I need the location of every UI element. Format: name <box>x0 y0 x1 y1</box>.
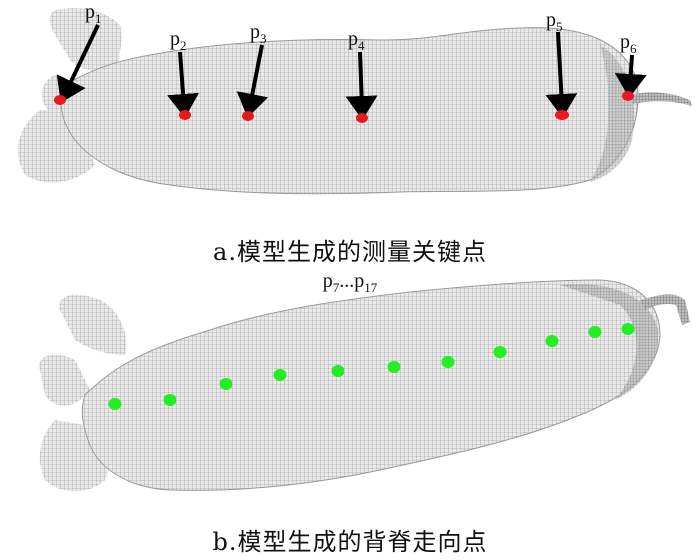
spine-point-p16 <box>588 326 602 338</box>
spine-point-p10 <box>273 369 287 381</box>
figure-a-ear-lower <box>17 110 95 183</box>
figure-b-tail <box>640 294 690 325</box>
figure-b-range-label: p7...p17 <box>0 270 700 296</box>
spine-point-p7 <box>108 398 122 410</box>
range-end: p <box>354 270 365 292</box>
figure-b-ear-upper <box>59 294 127 355</box>
keypoint-p3 <box>242 111 254 121</box>
figure-b-caption: b.模型生成的背脊走向点 <box>212 528 488 556</box>
spine-point-p13 <box>441 356 455 368</box>
range-start-sub: 7 <box>332 280 340 295</box>
figure-a-body-mesh <box>60 27 639 195</box>
keypoint-p4 <box>356 113 368 123</box>
spine-point-p15 <box>545 335 559 347</box>
keypoint-p2 <box>179 110 191 120</box>
arrow-p5 <box>545 31 578 118</box>
keypoint-p6 <box>622 91 634 101</box>
spine-point-p17 <box>621 323 635 335</box>
arrow-p1 <box>56 24 100 103</box>
figure-a-tail <box>630 92 692 106</box>
arrow-p2 <box>167 51 200 118</box>
range-start: p <box>322 270 333 292</box>
spine-point-p9 <box>219 378 233 390</box>
figure-a-arrows <box>56 24 647 120</box>
figure-b-ear-left <box>39 354 90 406</box>
keypoint-p5 <box>555 110 569 120</box>
figure-a-head-mesh <box>49 8 122 72</box>
spine-point-p12 <box>387 361 401 373</box>
spine-point-p14 <box>493 346 507 358</box>
keypoint-p1 <box>54 95 66 105</box>
arrow-p4 <box>345 51 378 120</box>
keypoint-label-p6: p6 <box>620 31 637 56</box>
figure-b-body-mesh <box>81 279 661 491</box>
figure-a-pointcloud: p1 p2 p3 p4 p5 p6 <box>17 1 692 195</box>
keypoint-label-p2: p2 <box>170 28 187 53</box>
keypoint-label-p3: p3 <box>250 21 267 46</box>
keypoint-label-p5: p5 <box>546 9 563 34</box>
figure-a-labels: p1 p2 p3 p4 p5 p6 <box>85 1 637 56</box>
figure-b-pointcloud <box>39 279 690 492</box>
arrow-p3 <box>236 44 269 118</box>
figure-b-rear-shade <box>560 284 659 400</box>
keypoint-label-p4: p4 <box>348 28 365 53</box>
figure-a-caption: a.模型生成的测量关键点 <box>213 238 487 266</box>
arrow-p6 <box>614 54 647 98</box>
range-dots: ... <box>339 270 355 292</box>
figure-a-keypoints <box>54 91 634 123</box>
figure-b-spine-points <box>108 323 635 410</box>
spine-point-p11 <box>331 365 345 377</box>
range-end-sub: 17 <box>364 280 378 295</box>
spine-point-p8 <box>163 394 177 406</box>
keypoint-label-p1: p1 <box>85 1 102 26</box>
